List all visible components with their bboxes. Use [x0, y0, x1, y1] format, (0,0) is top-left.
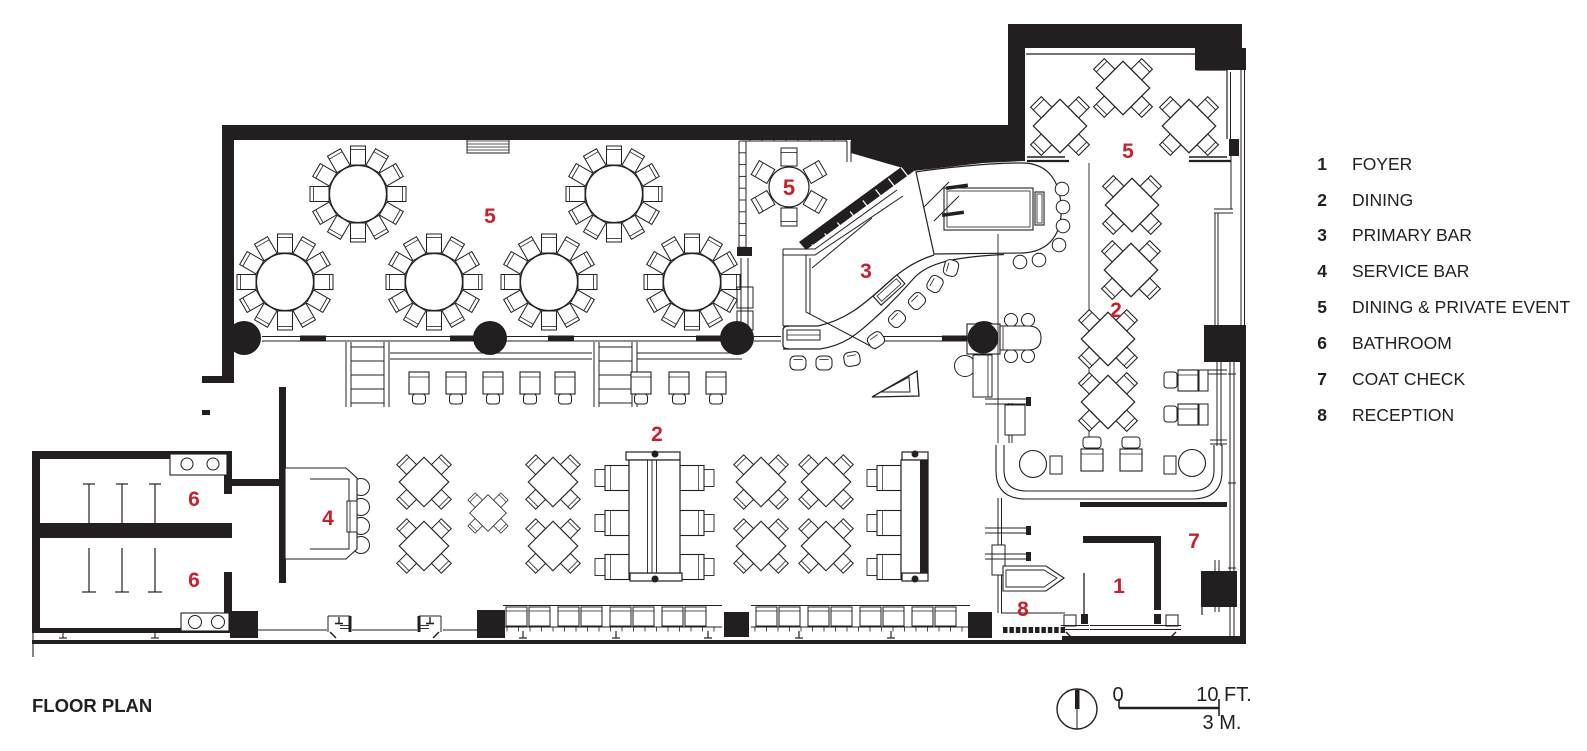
svg-text:4: 4 [1317, 261, 1327, 281]
svg-text:BATHROOM: BATHROOM [1352, 333, 1452, 353]
svg-text:5: 5 [484, 205, 496, 228]
svg-text:3 M.: 3 M. [1203, 712, 1242, 734]
svg-text:RECEPTION: RECEPTION [1352, 405, 1454, 425]
svg-text:10 FT.: 10 FT. [1196, 684, 1252, 706]
svg-text:8: 8 [1017, 598, 1029, 621]
svg-text:1: 1 [1317, 154, 1327, 174]
svg-text:SERVICE BAR: SERVICE BAR [1352, 261, 1469, 281]
svg-text:2: 2 [1110, 299, 1122, 322]
svg-text:7: 7 [1317, 369, 1327, 389]
svg-text:0: 0 [1112, 684, 1123, 706]
svg-text:DINING: DINING [1352, 190, 1413, 210]
svg-text:1: 1 [1113, 575, 1125, 598]
svg-text:3: 3 [860, 260, 872, 283]
svg-text:DINING & PRIVATE EVENT: DINING & PRIVATE EVENT [1352, 297, 1570, 317]
svg-text:4: 4 [322, 507, 334, 530]
svg-text:8: 8 [1317, 405, 1327, 425]
svg-text:5: 5 [1122, 140, 1134, 163]
svg-text:3: 3 [1317, 225, 1327, 245]
svg-text:6: 6 [188, 569, 200, 592]
svg-text:FOYER: FOYER [1352, 154, 1412, 174]
svg-text:5: 5 [1317, 297, 1327, 317]
svg-text:2: 2 [1317, 190, 1327, 210]
svg-text:PRIMARY BAR: PRIMARY BAR [1352, 225, 1472, 245]
svg-text:7: 7 [1188, 530, 1200, 553]
svg-text:2: 2 [651, 423, 663, 446]
svg-text:6: 6 [1317, 333, 1327, 353]
svg-text:5: 5 [783, 175, 795, 200]
svg-text:FLOOR PLAN: FLOOR PLAN [32, 695, 152, 716]
svg-text:6: 6 [188, 488, 200, 511]
svg-text:COAT CHECK: COAT CHECK [1352, 369, 1465, 389]
